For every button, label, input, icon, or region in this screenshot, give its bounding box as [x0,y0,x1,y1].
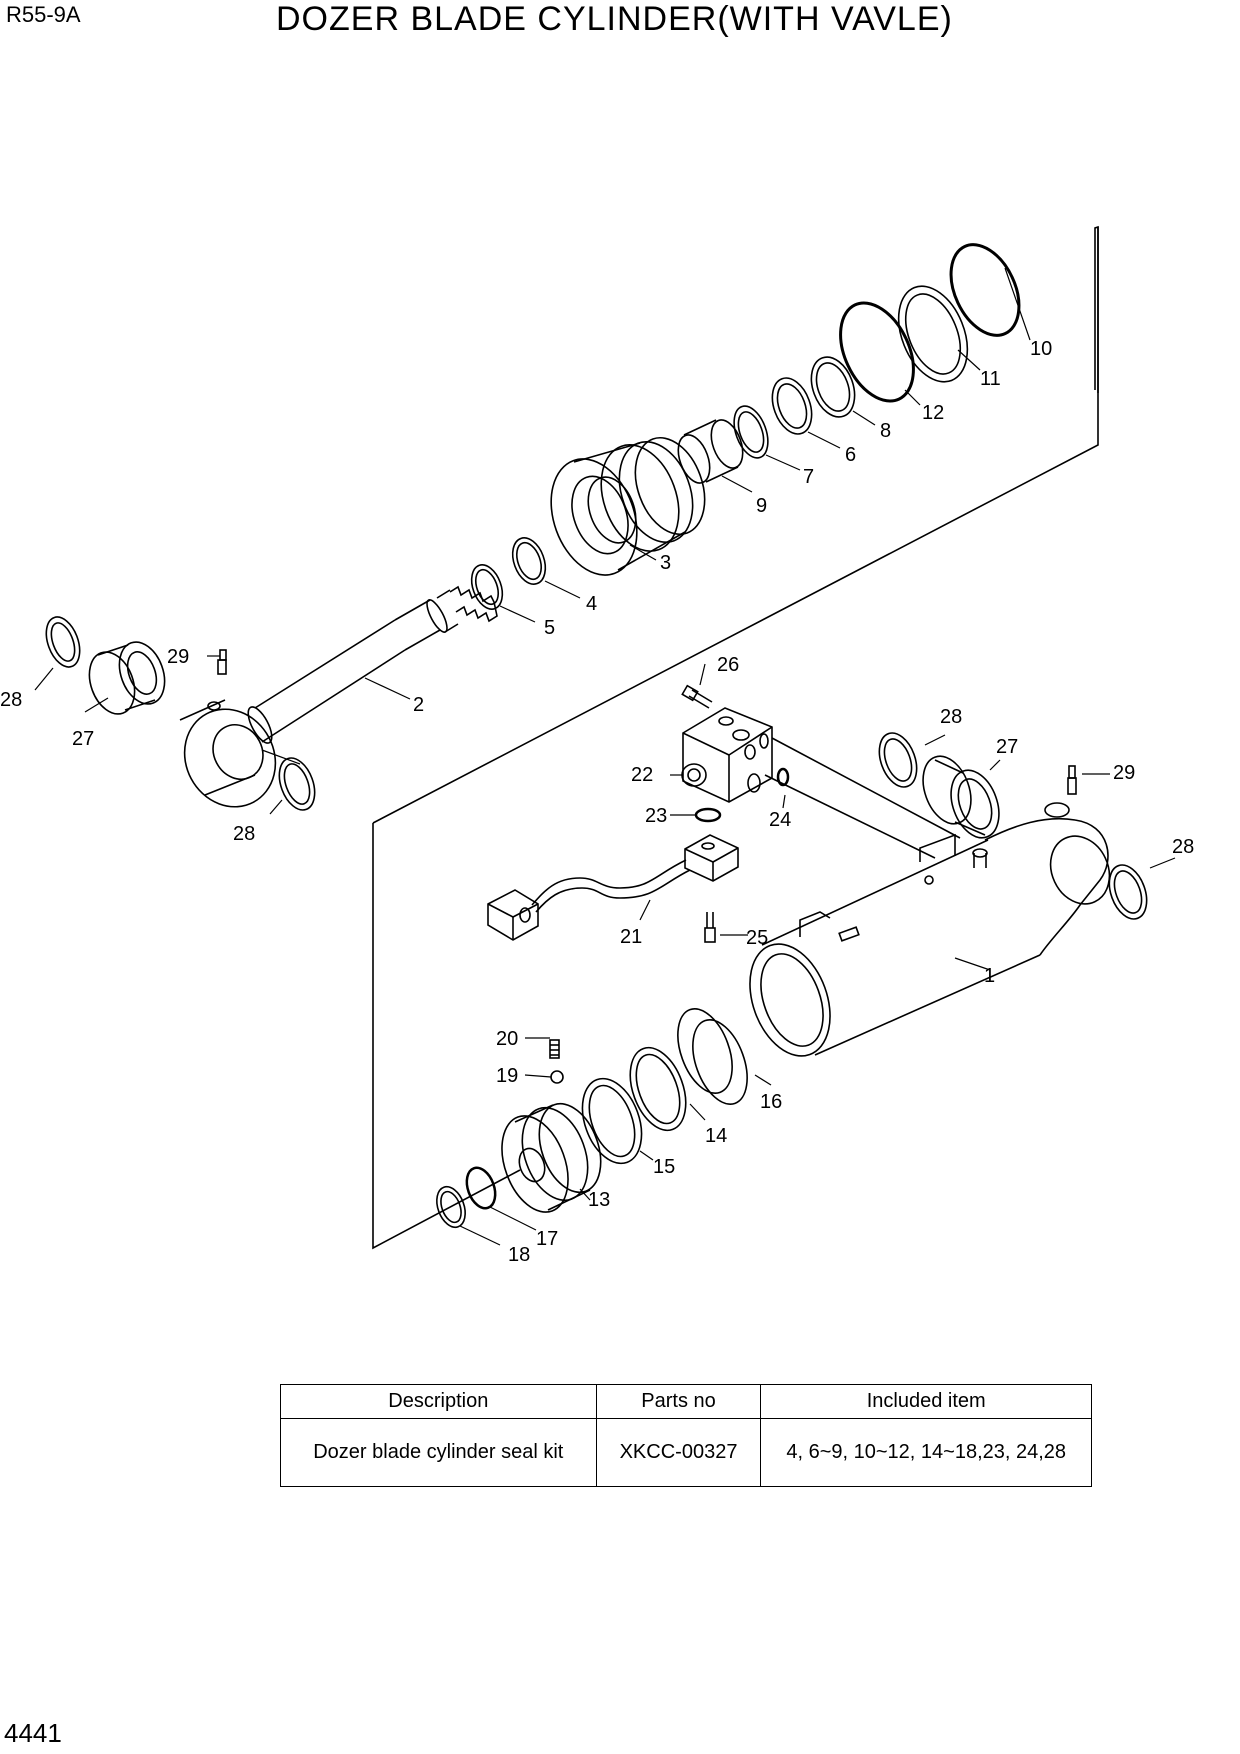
dust-seal-part-28-b [278,757,316,811]
part-label: 21 [620,926,642,948]
table-header-row: Description Parts no Included item [280,1384,1092,1419]
part-label: 9 [756,495,767,517]
part-label: 22 [631,764,653,786]
part-label: 23 [645,805,667,827]
cylinder-tube-part-1 [749,802,1111,1057]
part-label: 8 [880,420,891,442]
wear-ring-part-16 [677,1008,748,1105]
part-label: 3 [660,552,671,574]
column-header-description: Description [280,1384,597,1419]
dust-seal-part-28-d [1108,864,1148,920]
part-label: 27 [72,728,94,750]
part-label: 26 [717,654,739,676]
o-ring-part-12 [839,301,915,403]
part-label: 17 [536,1228,558,1250]
seal-part-7 [733,405,769,459]
part-label: 2 [413,694,424,716]
bushing-part-27-rod [88,641,166,715]
part-label: 28 [940,706,962,728]
dust-seal-part-28-a [45,616,81,668]
model-code: R55-9A [6,2,81,27]
part-label: 20 [496,1028,518,1050]
dust-seal-part-28-c [878,732,918,788]
seal-part-14 [629,1046,687,1132]
backup-ring-part-11 [897,285,969,383]
part-label: 10 [1030,338,1052,360]
valve-block-part-22 [681,707,773,803]
set-screw-part-20 [549,1039,560,1059]
assembly-plane [372,225,1099,824]
steel-ball-part-19 [550,1070,564,1084]
o-ring-part-23 [694,807,722,823]
part-label: 15 [653,1156,675,1178]
grease-nipple-part-29-rod [217,649,227,675]
bushing-part-27-cylinder [922,755,1000,839]
part-label: 29 [1113,762,1135,784]
cell-included-item: 4, 6~9, 10~12, 14~18,23, 24,28 [760,1418,1092,1487]
bolt-part-25 [704,912,716,943]
page-title: DOZER BLADE CYLINDER(WITH VAVLE) [276,0,953,38]
part-label: 19 [496,1065,518,1087]
column-header-included-item: Included item [760,1384,1092,1419]
part-label: 29 [167,646,189,668]
seal-part-6 [771,377,813,435]
part-labels: 1 2 3 4 5 6 7 8 9 10 11 12 13 14 15 16 1… [0,338,1194,1266]
seal-kit-table: Description Parts no Included item Dozer… [280,1384,1092,1487]
cell-parts-no: XKCC-00327 [595,1418,762,1487]
part-label: 18 [508,1244,530,1266]
pipe-part-21 [487,834,739,941]
bolt-part-26 [681,684,713,709]
part-label: 6 [845,444,856,466]
backup-ring-part-18 [436,1185,466,1229]
grease-nipple-part-29-cylinder [1067,765,1077,795]
o-ring-part-17 [465,1166,497,1210]
part-label: 12 [922,402,944,424]
part-label: 4 [586,593,597,615]
piston-rod-part-2 [179,585,498,808]
part-label: 28 [0,689,22,711]
part-label: 28 [1172,836,1194,858]
part-label: 24 [769,809,791,831]
column-header-parts-no: Parts no [595,1384,762,1419]
part-label: 28 [233,823,255,845]
o-ring-part-10 [949,243,1021,337]
page-number: 4441 [4,1718,62,1748]
piston-part-13 [501,1102,602,1213]
part-label: 13 [588,1189,610,1211]
rod-cover-part-3 [550,436,706,576]
part-label: 14 [705,1125,727,1147]
part-label: 1 [984,965,995,987]
cell-description: Dozer blade cylinder seal kit [280,1418,597,1487]
ring-part-4 [511,537,547,585]
part-label: 16 [760,1091,782,1113]
part-label: 27 [996,736,1018,758]
o-ring-part-24 [776,767,790,787]
bushing-part-9 [677,419,744,484]
part-label: 25 [746,927,768,949]
part-label: 11 [980,368,1001,390]
part-label: 7 [803,466,814,488]
seal-part-8 [810,356,856,418]
part-label: 5 [544,617,555,639]
snap-ring-part-5 [470,564,504,610]
seal-part-15 [581,1077,643,1165]
table-row: Dozer blade cylinder seal kit XKCC-00327… [280,1418,1092,1487]
